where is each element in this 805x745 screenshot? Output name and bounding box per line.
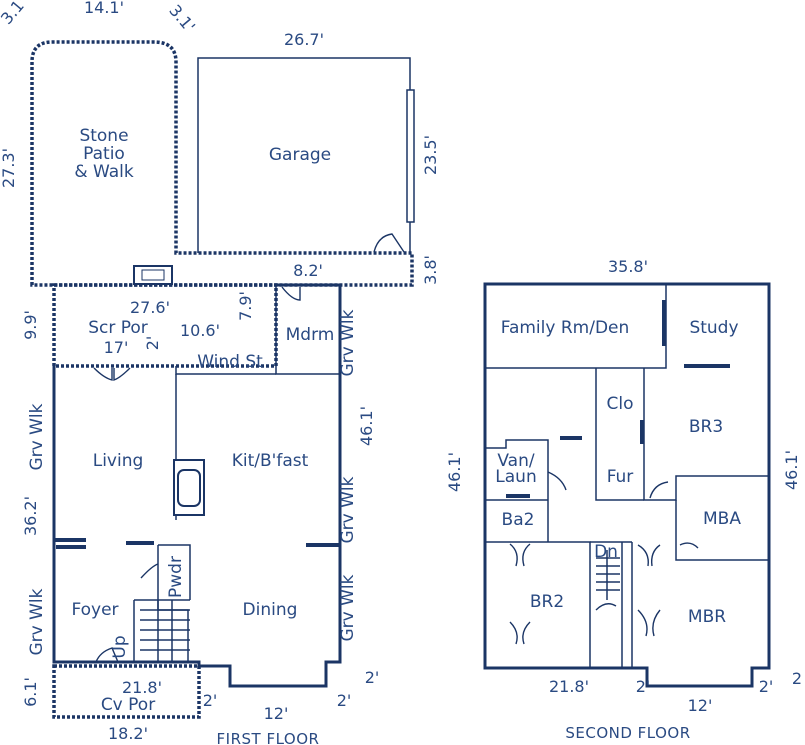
dim-14-1: 14.1' xyxy=(84,0,124,17)
room-label-pwdr: Pwdr xyxy=(166,556,186,598)
main-house-wall xyxy=(52,283,342,688)
dim-2-porch: 2' xyxy=(143,336,162,351)
dim-2-corner: 2' xyxy=(365,668,380,687)
dim-46-1-second-right: 46.1' xyxy=(782,450,801,490)
dim-10-6: 10.6' xyxy=(180,321,220,340)
dim-3-8: 3.8' xyxy=(421,255,440,285)
dim-2-second-right: 2' xyxy=(759,677,774,696)
stair-label-up: Up xyxy=(110,635,130,658)
dim-35-8: 35.8' xyxy=(608,257,648,276)
dim-12-first: 12' xyxy=(264,704,289,723)
second-floor-caption: SECOND FLOOR xyxy=(565,724,690,742)
room-label-scr-por: Scr Por xyxy=(88,318,148,338)
dim-8-2: 8.2' xyxy=(293,261,323,280)
dim-18-2: 18.2' xyxy=(108,724,148,743)
first-floor: Stone Patio & Walk Garage Scr Por Mdrm W… xyxy=(0,0,440,745)
room-label-wind-st: Wind St xyxy=(197,352,263,372)
room-label-patio: Stone xyxy=(79,126,128,146)
dim-6-1: 6.1' xyxy=(21,677,40,707)
dim-23-5: 23.5' xyxy=(421,135,440,175)
room-label-ba2: Ba2 xyxy=(502,510,535,530)
grv-wlk-right-bottom: Grv Wlk xyxy=(338,574,358,641)
second-floor: Family Rm/Den Study Clo Fur BR3 Van/ Lau… xyxy=(445,257,802,742)
room-label-fur: Fur xyxy=(607,467,634,487)
dim-2-cv-right: 2' xyxy=(203,691,218,710)
room-label-family: Family Rm/Den xyxy=(501,318,630,338)
dim-36-2: 36.2' xyxy=(21,496,40,536)
dim-2-bay-right: 2' xyxy=(337,691,352,710)
dim-9-9: 9.9' xyxy=(21,310,40,340)
stair-second xyxy=(596,550,620,600)
grv-wlk-right-top: Grv Wlk xyxy=(338,309,358,376)
room-label-van: Van/ xyxy=(497,451,535,471)
room-label-laun: Laun xyxy=(495,467,536,487)
first-floor-caption: FIRST FLOOR xyxy=(217,730,320,745)
dim-12-second: 12' xyxy=(688,696,713,715)
room-label-mdrm: Mdrm xyxy=(286,325,335,345)
room-label-study: Study xyxy=(689,318,738,338)
dim-17: 17' xyxy=(104,338,129,357)
room-label-br2: BR2 xyxy=(530,592,564,612)
room-label-cv-por: Cv Por xyxy=(101,695,155,715)
garage-door xyxy=(406,89,415,223)
patio-outline xyxy=(30,40,414,287)
dim-3-1-right: 3.1' xyxy=(165,1,199,36)
covered-porch-outline xyxy=(52,664,201,719)
fireplace xyxy=(133,265,173,285)
room-label-garage: Garage xyxy=(269,145,331,165)
dim-27-3: 27.3' xyxy=(0,148,18,188)
room-label-dining: Dining xyxy=(243,600,298,620)
room-label-br3: BR3 xyxy=(689,417,723,437)
dim-46-1-second-left: 46.1' xyxy=(445,452,464,492)
dim-21-8-second: 21.8' xyxy=(549,677,589,696)
dim-46-1-first: 46.1' xyxy=(357,406,376,446)
room-label-foyer: Foyer xyxy=(71,600,118,620)
grv-wlk-left-top: Grv Wlk xyxy=(27,403,47,470)
dim-2-second-edge: 2 xyxy=(792,669,802,688)
dim-21-8-first: 21.8' xyxy=(122,678,162,697)
dim-26-7: 26.7' xyxy=(284,30,324,49)
room-label-clo: Clo xyxy=(607,394,634,414)
room-label-living: Living xyxy=(93,451,144,471)
dim-7-9: 7.9' xyxy=(236,291,255,321)
grv-wlk-right-middle: Grv Wlk xyxy=(338,476,358,543)
room-label-patio-3: & Walk xyxy=(74,162,134,182)
stair xyxy=(134,599,190,662)
grv-wlk-left-bottom: Grv Wlk xyxy=(27,588,47,655)
dim-3-1-left: 3.1' xyxy=(0,0,31,28)
dim-27-6: 27.6' xyxy=(130,298,170,317)
garage-entry-door xyxy=(373,233,405,253)
second-floor-outer-wall xyxy=(483,282,771,688)
dim-2-second-left: 2' xyxy=(636,677,651,696)
room-label-kit: Kit/B'fast xyxy=(232,451,309,471)
room-label-mba: MBA xyxy=(703,509,741,529)
room-label-patio-2: Patio xyxy=(83,144,125,164)
stair-label-dn: Dn xyxy=(594,542,618,562)
room-label-mbr: MBR xyxy=(688,607,726,627)
